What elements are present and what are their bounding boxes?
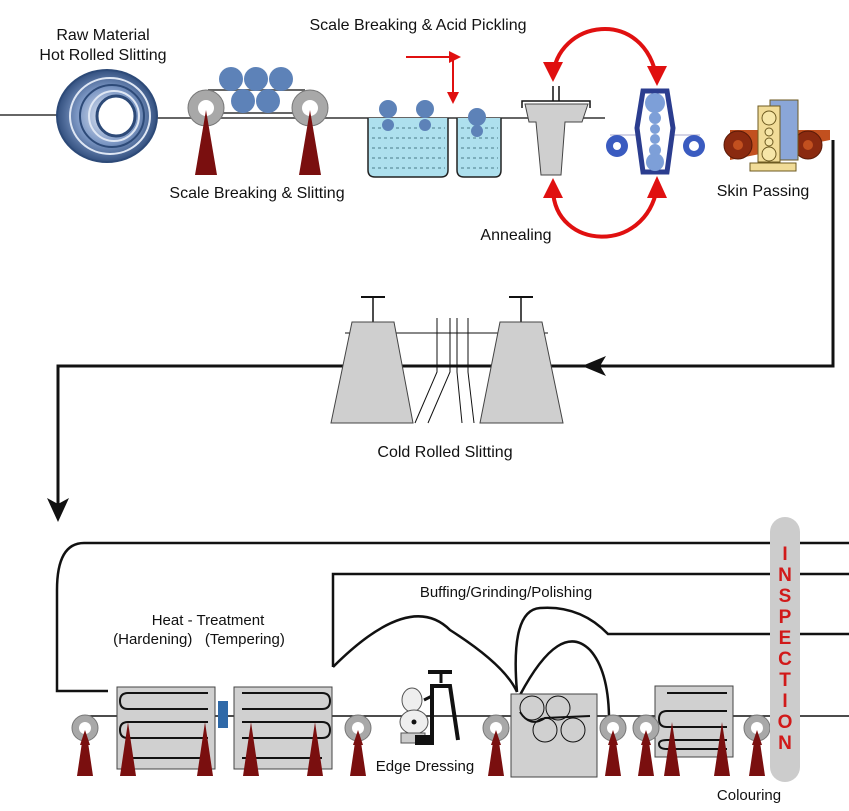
inspection-letter: O xyxy=(778,712,793,733)
rollers-and-supports xyxy=(71,714,771,776)
hardening-tempering-label: (Hardening) (Tempering) xyxy=(113,631,285,648)
heat-treatment-furnaces xyxy=(116,686,333,770)
support-stand xyxy=(488,722,504,776)
inspection-letter: T xyxy=(779,670,791,691)
roller-icon xyxy=(344,714,372,745)
roller-icon xyxy=(743,714,771,745)
skin-passing-label: Skin Passing xyxy=(717,183,810,200)
acid-pickling-label: Scale Breaking & Acid Pickling xyxy=(310,17,527,34)
acid-pickling-tanks xyxy=(367,100,502,178)
annealing-furnace xyxy=(521,86,591,176)
support-stand xyxy=(120,722,136,776)
roller-icon xyxy=(71,714,99,745)
skin-passing-mill xyxy=(723,99,830,172)
roller-icon xyxy=(599,714,627,745)
support-stand xyxy=(307,722,323,776)
cold-rolled-slitting-label: Cold Rolled Slitting xyxy=(377,444,512,461)
scale-breaking-slitting-machine xyxy=(187,67,329,175)
roller-icon xyxy=(482,714,510,745)
annealing-label: Annealing xyxy=(480,227,551,244)
annealing-cycle-arrows xyxy=(543,27,667,239)
cold-rolled-slitting-machine xyxy=(330,296,564,424)
edge-dressing-machine xyxy=(399,670,460,745)
roller-icon xyxy=(632,714,660,745)
support-stand xyxy=(77,722,93,776)
support-stand xyxy=(605,722,621,776)
colouring-label: Colouring xyxy=(717,787,781,804)
raw-material-label: Raw Material xyxy=(56,27,149,44)
inspection-letter: P xyxy=(779,607,792,628)
inspection-letter: N xyxy=(778,565,792,586)
inspection-letter: C xyxy=(778,649,792,670)
buffing-label: Buffing/Grinding/Polishing xyxy=(420,584,592,601)
edge-dressing-label: Edge Dressing xyxy=(376,758,474,775)
support-stand xyxy=(664,722,680,776)
inspection-letter: S xyxy=(779,586,792,607)
support-stand xyxy=(243,722,259,776)
hot-rolled-slitting-label: Hot Rolled Slitting xyxy=(39,47,166,64)
support-stand xyxy=(714,722,730,776)
down-arrow-icon xyxy=(47,498,69,522)
inspection-letter: N xyxy=(778,733,792,754)
flow-connector-line xyxy=(47,140,835,522)
support-stand xyxy=(749,722,765,776)
rolling-stand xyxy=(606,88,705,175)
inspection-letter: I xyxy=(782,544,787,565)
left-arrow-icon xyxy=(582,356,606,376)
support-stand xyxy=(638,722,654,776)
heat-treatment-label: Heat - Treatment xyxy=(152,612,265,629)
hot-rolled-coil-icon xyxy=(56,69,158,163)
support-stand xyxy=(350,722,366,776)
inspection-letter: I xyxy=(782,691,787,712)
buffing-grinding-machine xyxy=(510,693,598,778)
red-flow-arrow xyxy=(406,51,461,104)
support-stand xyxy=(197,722,213,776)
scale-breaking-slitting-label: Scale Breaking & Slitting xyxy=(169,185,344,202)
inspection-letter: E xyxy=(779,628,792,649)
